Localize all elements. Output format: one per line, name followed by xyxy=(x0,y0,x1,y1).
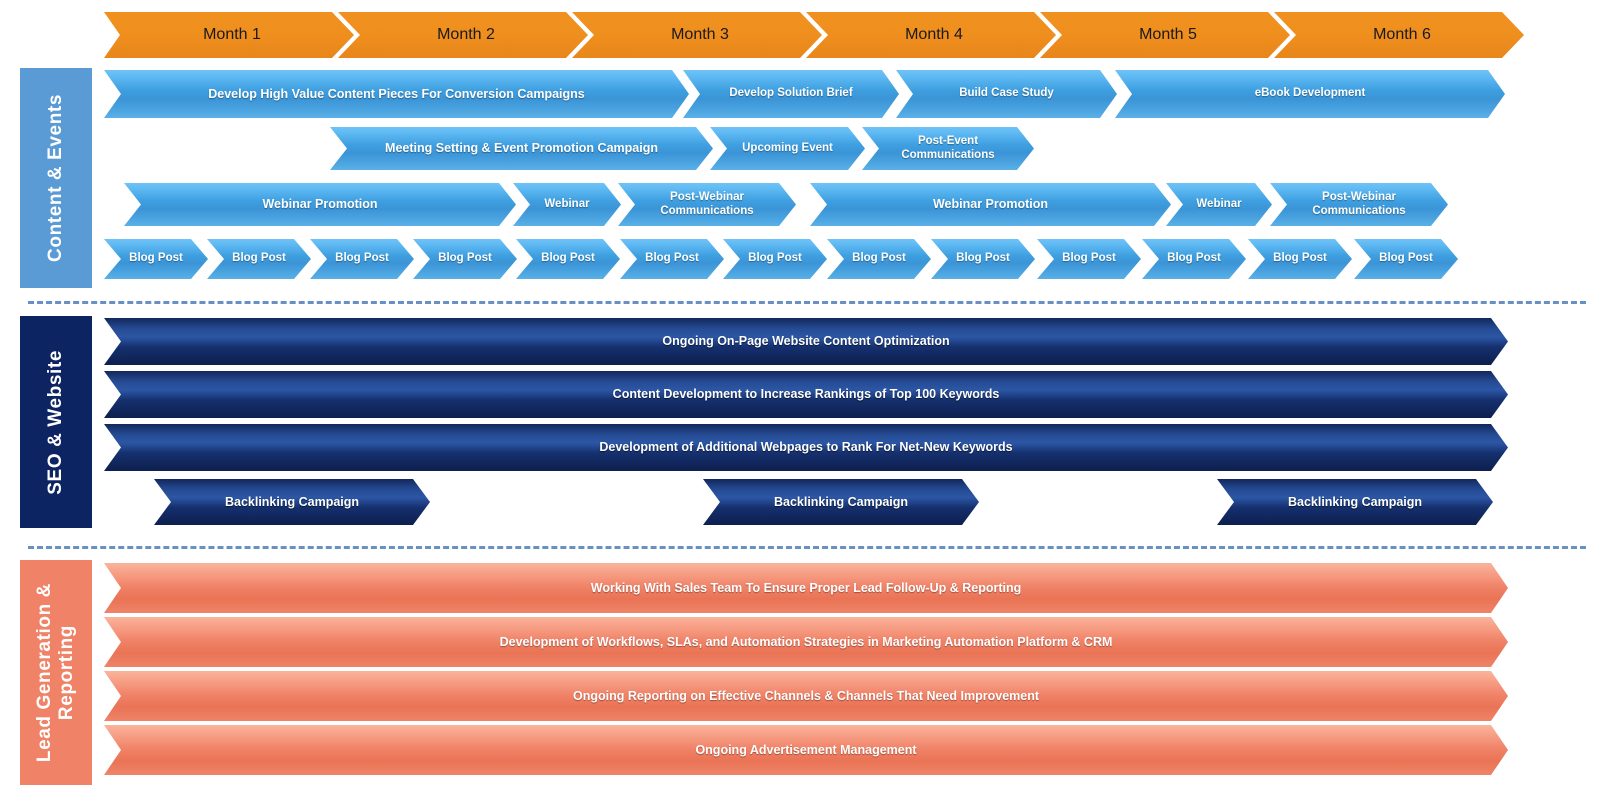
task-ongoing-advertisement-management[interactable]: Ongoing Advertisement Management xyxy=(104,725,1508,775)
month-chevron-3[interactable]: Month 3 xyxy=(572,12,822,58)
task-blog-post-3[interactable]: Blog Post xyxy=(310,239,414,279)
month-label: Month 2 xyxy=(437,26,495,43)
task-blog-post-13[interactable]: Blog Post xyxy=(1354,239,1458,279)
task-webinar-2[interactable]: Webinar xyxy=(1166,183,1272,226)
task-blog-post-6[interactable]: Blog Post xyxy=(620,239,724,279)
task-webinar-1[interactable]: Webinar xyxy=(513,183,621,226)
task-blog-post-2[interactable]: Blog Post xyxy=(207,239,311,279)
task-webinar-promotion-1[interactable]: Webinar Promotion xyxy=(124,183,516,226)
task-build-case-study[interactable]: Build Case Study xyxy=(896,70,1117,118)
month-label: Month 4 xyxy=(905,26,963,43)
task-backlinking-campaign-3[interactable]: Backlinking Campaign xyxy=(1217,479,1493,525)
task-ongoing-onpage-optimization[interactable]: Ongoing On-Page Website Content Optimiza… xyxy=(104,318,1508,365)
task-post-webinar-communications-1[interactable]: Post-Webinar Communications xyxy=(618,183,796,226)
month-chevron-6[interactable]: Month 6 xyxy=(1274,12,1524,58)
task-working-with-sales-team[interactable]: Working With Sales Team To Ensure Proper… xyxy=(104,563,1508,613)
task-additional-webpages[interactable]: Development of Additional Webpages to Ra… xyxy=(104,424,1508,471)
task-blog-post-9[interactable]: Blog Post xyxy=(931,239,1035,279)
task-backlinking-campaign-2[interactable]: Backlinking Campaign xyxy=(703,479,979,525)
task-blog-post-4[interactable]: Blog Post xyxy=(413,239,517,279)
task-development-of-workflows[interactable]: Development of Workflows, SLAs, and Auto… xyxy=(104,617,1508,667)
timeline-month-header: Month 1 Month 2 Month 3 Month 4 Month 5 … xyxy=(104,12,1504,58)
month-chevron-5[interactable]: Month 5 xyxy=(1040,12,1290,58)
month-label: Month 1 xyxy=(203,26,261,43)
task-develop-high-value-content[interactable]: Develop High Value Content Pieces For Co… xyxy=(104,70,689,118)
month-chevron-1[interactable]: Month 1 xyxy=(104,12,354,58)
section-divider-1 xyxy=(28,301,1586,304)
task-post-event-communications[interactable]: Post-Event Communications xyxy=(862,127,1034,170)
task-upcoming-event[interactable]: Upcoming Event xyxy=(710,127,865,170)
task-post-webinar-communications-2[interactable]: Post-Webinar Communications xyxy=(1270,183,1448,226)
task-meeting-setting-event-promotion[interactable]: Meeting Setting & Event Promotion Campai… xyxy=(330,127,713,170)
task-develop-solution-brief[interactable]: Develop Solution Brief xyxy=(683,70,899,118)
section-label-content-events: Content & Events xyxy=(20,68,92,288)
section-label-lead-generation-reporting: Lead Generation & Reporting xyxy=(20,560,92,785)
month-label: Month 3 xyxy=(671,26,729,43)
task-ebook-development[interactable]: eBook Development xyxy=(1115,70,1505,118)
month-label: Month 6 xyxy=(1373,26,1431,43)
month-chevron-2[interactable]: Month 2 xyxy=(338,12,588,58)
task-blog-post-12[interactable]: Blog Post xyxy=(1248,239,1352,279)
task-blog-post-7[interactable]: Blog Post xyxy=(723,239,827,279)
task-backlinking-campaign-1[interactable]: Backlinking Campaign xyxy=(154,479,430,525)
task-blog-post-1[interactable]: Blog Post xyxy=(104,239,208,279)
task-blog-post-10[interactable]: Blog Post xyxy=(1037,239,1141,279)
task-ongoing-reporting-channels[interactable]: Ongoing Reporting on Effective Channels … xyxy=(104,671,1508,721)
month-label: Month 5 xyxy=(1139,26,1197,43)
section-label-seo-website: SEO & Website xyxy=(20,316,92,528)
task-blog-post-8[interactable]: Blog Post xyxy=(827,239,931,279)
task-blog-post-11[interactable]: Blog Post xyxy=(1142,239,1246,279)
task-webinar-promotion-2[interactable]: Webinar Promotion xyxy=(810,183,1171,226)
month-chevron-4[interactable]: Month 4 xyxy=(806,12,1056,58)
task-blog-post-5[interactable]: Blog Post xyxy=(516,239,620,279)
task-content-development-rankings[interactable]: Content Development to Increase Rankings… xyxy=(104,371,1508,418)
section-divider-2 xyxy=(28,546,1586,549)
